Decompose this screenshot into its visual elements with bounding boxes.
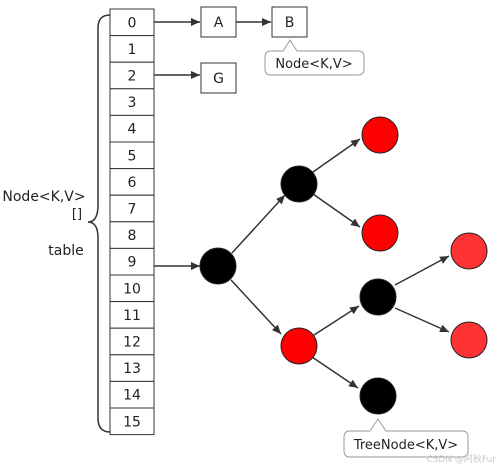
node-callout-text: Node<K,V> [275, 57, 352, 72]
edge-black2-to-red5 [394, 307, 450, 333]
node-callout [264, 39, 365, 76]
table-cell: 14 [109, 380, 155, 409]
edge-red3-to-black3 [311, 356, 359, 389]
table-cell-index: 11 [123, 308, 141, 324]
table-cell: 1 [109, 35, 155, 63]
table-cell-index: 14 [123, 388, 141, 404]
tree-node-red-2 [361, 214, 399, 252]
table-cell: 10 [109, 274, 155, 303]
table-cell: 8 [109, 221, 155, 249]
list-node-b-box [271, 6, 308, 38]
table-cell-box [109, 354, 155, 382]
table-cell: 9 [109, 247, 155, 276]
table-name-label: table [48, 243, 83, 259]
table-cell-box [109, 274, 155, 303]
treenode-callout-text: TreeNode<K,V> [353, 438, 458, 453]
table-cell: 3 [109, 88, 155, 116]
table-cell-box [109, 8, 155, 37]
tree-node-red-1 [361, 116, 399, 154]
edge-root-to-red3 [230, 279, 282, 335]
watermark: CSDN @阿秋Fur [426, 453, 496, 465]
table-cell-index: 13 [123, 361, 141, 377]
table-cell-index: 6 [128, 175, 137, 191]
table-cell: 4 [109, 114, 155, 143]
edge-red3-to-black2 [313, 305, 360, 336]
table-cell-box [109, 194, 155, 223]
list-node-a-box [200, 6, 237, 38]
tree-node-red-5 [450, 321, 488, 359]
edge-black2-to-red4 [394, 255, 450, 286]
table-cell-index: 10 [123, 281, 141, 297]
table-cell-box [109, 407, 155, 436]
table-cell-index: 15 [123, 414, 141, 430]
table-cell-box [109, 88, 155, 116]
edge-black1-to-red1 [312, 138, 361, 173]
table-cell: 5 [109, 141, 155, 170]
table-cell: 2 [109, 61, 155, 90]
edge-root-to-black1 [231, 194, 286, 254]
tree-root-node-black [199, 247, 237, 285]
table-cell: 7 [109, 194, 155, 223]
table-cell-index: 9 [128, 255, 137, 271]
table-cell: 0 [109, 8, 155, 37]
table-cell: 13 [109, 354, 155, 382]
table-cell: 15 [109, 407, 155, 436]
table-cell-index: 7 [128, 202, 137, 218]
edge-black1-to-red2 [312, 193, 361, 228]
table-type-label: Node<K,V> [2, 189, 85, 205]
table-cell: 11 [109, 301, 155, 329]
table-cell: 6 [109, 168, 155, 196]
table-cell-index: 3 [128, 95, 137, 111]
tree-node-black-2 [359, 278, 397, 316]
treenode-callout [343, 418, 469, 458]
table-cell: 12 [109, 327, 155, 356]
table-cell-index: 0 [128, 15, 137, 31]
tree-node-red-4 [450, 232, 488, 270]
tree-node-red-3 [280, 327, 318, 365]
table-cell-index: 1 [128, 42, 137, 58]
table-cell-index: 5 [128, 148, 137, 164]
list-node-a-label: A [214, 15, 224, 31]
table-cell-index: 8 [128, 228, 137, 244]
table-cell-index: 12 [123, 335, 141, 351]
table-array-brackets: [] [72, 207, 82, 222]
list-node-g-box [200, 62, 237, 94]
table-brace [87, 14, 111, 433]
tree-node-black-3 [359, 377, 397, 415]
table-cell-index: 4 [128, 122, 137, 138]
list-node-g-label: G [213, 71, 224, 87]
list-node-b-label: B [285, 15, 295, 31]
table-cell-box [109, 35, 155, 63]
table-cell-index: 2 [128, 69, 137, 85]
table-cell-box [109, 247, 155, 276]
tree-node-black-1 [280, 165, 318, 203]
table-cell-box [109, 301, 155, 329]
table-cell-box [109, 141, 155, 170]
